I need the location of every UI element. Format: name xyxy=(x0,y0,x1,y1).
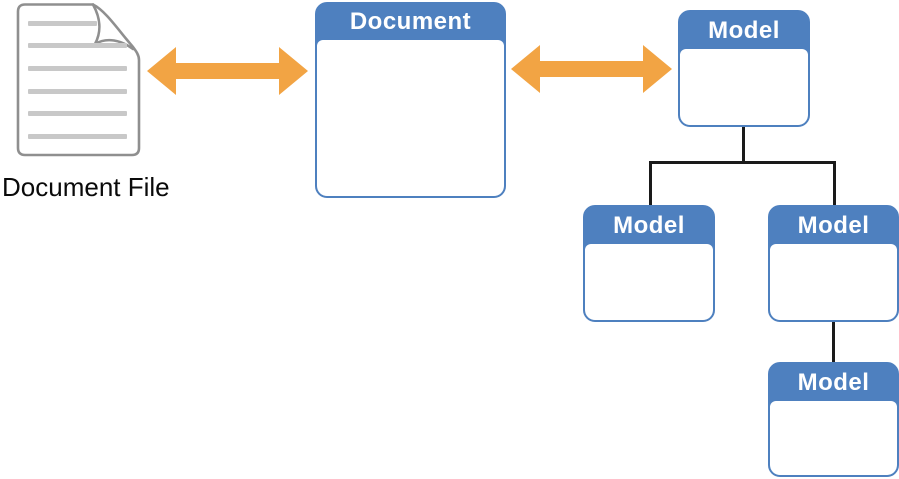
model-grandchild-node: Model xyxy=(768,362,899,477)
double-headed-arrow-icon xyxy=(511,45,672,93)
text-line xyxy=(28,134,127,139)
document-file-icon-svg xyxy=(16,3,141,157)
model-root-node: Model xyxy=(678,10,810,127)
model-child-left-node: Model xyxy=(583,205,715,322)
double-headed-arrow-icon xyxy=(147,47,308,95)
connector-horizontal-bar xyxy=(648,161,836,164)
model-root-node-body xyxy=(680,49,808,125)
model-child-right-node-body xyxy=(770,244,897,320)
model-root-node-title: Model xyxy=(708,16,780,44)
model-child-right-node: Model xyxy=(768,205,899,322)
document-file-icon xyxy=(16,3,142,158)
model-child-right-node-title: Model xyxy=(797,211,870,239)
text-line xyxy=(28,66,127,71)
document-node-body xyxy=(317,40,504,196)
connector-root-stem xyxy=(741,125,745,164)
connector-left-drop xyxy=(648,161,652,205)
model-grandchild-node-body xyxy=(770,401,897,475)
text-line xyxy=(28,43,127,48)
document-file-label: Document File xyxy=(2,172,170,202)
document-node-title: Document xyxy=(349,8,472,35)
text-line xyxy=(28,21,97,26)
text-line xyxy=(28,89,127,94)
document-node: Document xyxy=(315,2,506,198)
connector-grandchild-stem xyxy=(832,322,835,362)
text-line xyxy=(28,111,127,116)
model-child-left-node-title: Model xyxy=(613,211,685,239)
model-grandchild-node-title: Model xyxy=(797,368,870,396)
model-child-left-node-body xyxy=(585,244,713,320)
connector-right-drop xyxy=(832,161,836,205)
